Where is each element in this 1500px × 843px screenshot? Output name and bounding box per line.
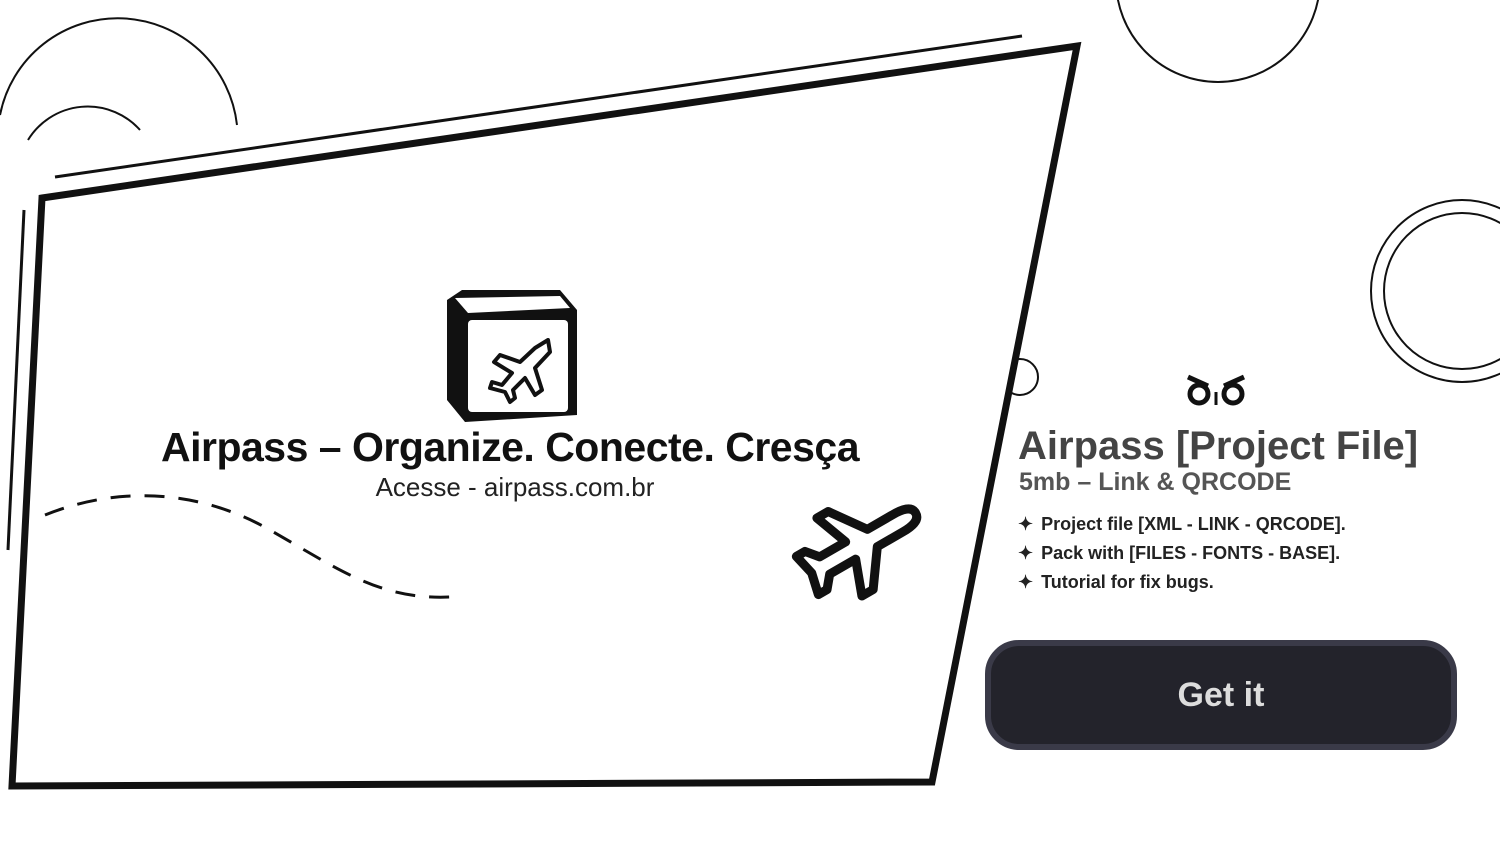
feature-item: ✦ Project file [XML - LINK - QRCODE]. xyxy=(1018,514,1346,543)
deco-arc xyxy=(27,105,141,141)
get-it-button[interactable]: Get it xyxy=(985,640,1457,750)
feature-text: Project file [XML - LINK - QRCODE]. xyxy=(1041,514,1346,534)
feature-item: ✦ Tutorial for fix bugs. xyxy=(1018,572,1346,601)
deco-circle xyxy=(1116,0,1320,83)
feature-item: ✦ Pack with [FILES - FONTS - BASE]. xyxy=(1018,543,1346,572)
deco-arc xyxy=(0,17,238,126)
sparkle-icon: ✦ xyxy=(1018,572,1034,592)
flight-path xyxy=(44,494,451,599)
feature-text: Tutorial for fix bugs. xyxy=(1041,572,1214,592)
deco-circle xyxy=(1370,199,1500,383)
product-subtitle: 5mb – Link & QRCODE xyxy=(1019,468,1292,496)
owl-eyes-icon xyxy=(1186,374,1246,406)
feature-list: ✦ Project file [XML - LINK - QRCODE]. ✦ Pa… xyxy=(1018,514,1346,601)
hero-headline: Airpass – Organize. Conecte. Cresça xyxy=(160,424,860,470)
hero-website-link[interactable]: Acesse - airpass.com.br xyxy=(375,472,655,502)
feature-text: Pack with [FILES - FONTS - BASE]. xyxy=(1041,543,1341,563)
product-title: Airpass [Project File] xyxy=(1018,424,1419,468)
sparkle-icon: ✦ xyxy=(1018,514,1034,534)
sparkle-icon: ✦ xyxy=(1018,543,1034,563)
deco-line xyxy=(54,34,1023,179)
airplane-icon xyxy=(791,504,922,601)
app-logo-icon xyxy=(447,290,577,422)
deco-circle xyxy=(1383,212,1500,370)
deco-line xyxy=(6,209,26,551)
